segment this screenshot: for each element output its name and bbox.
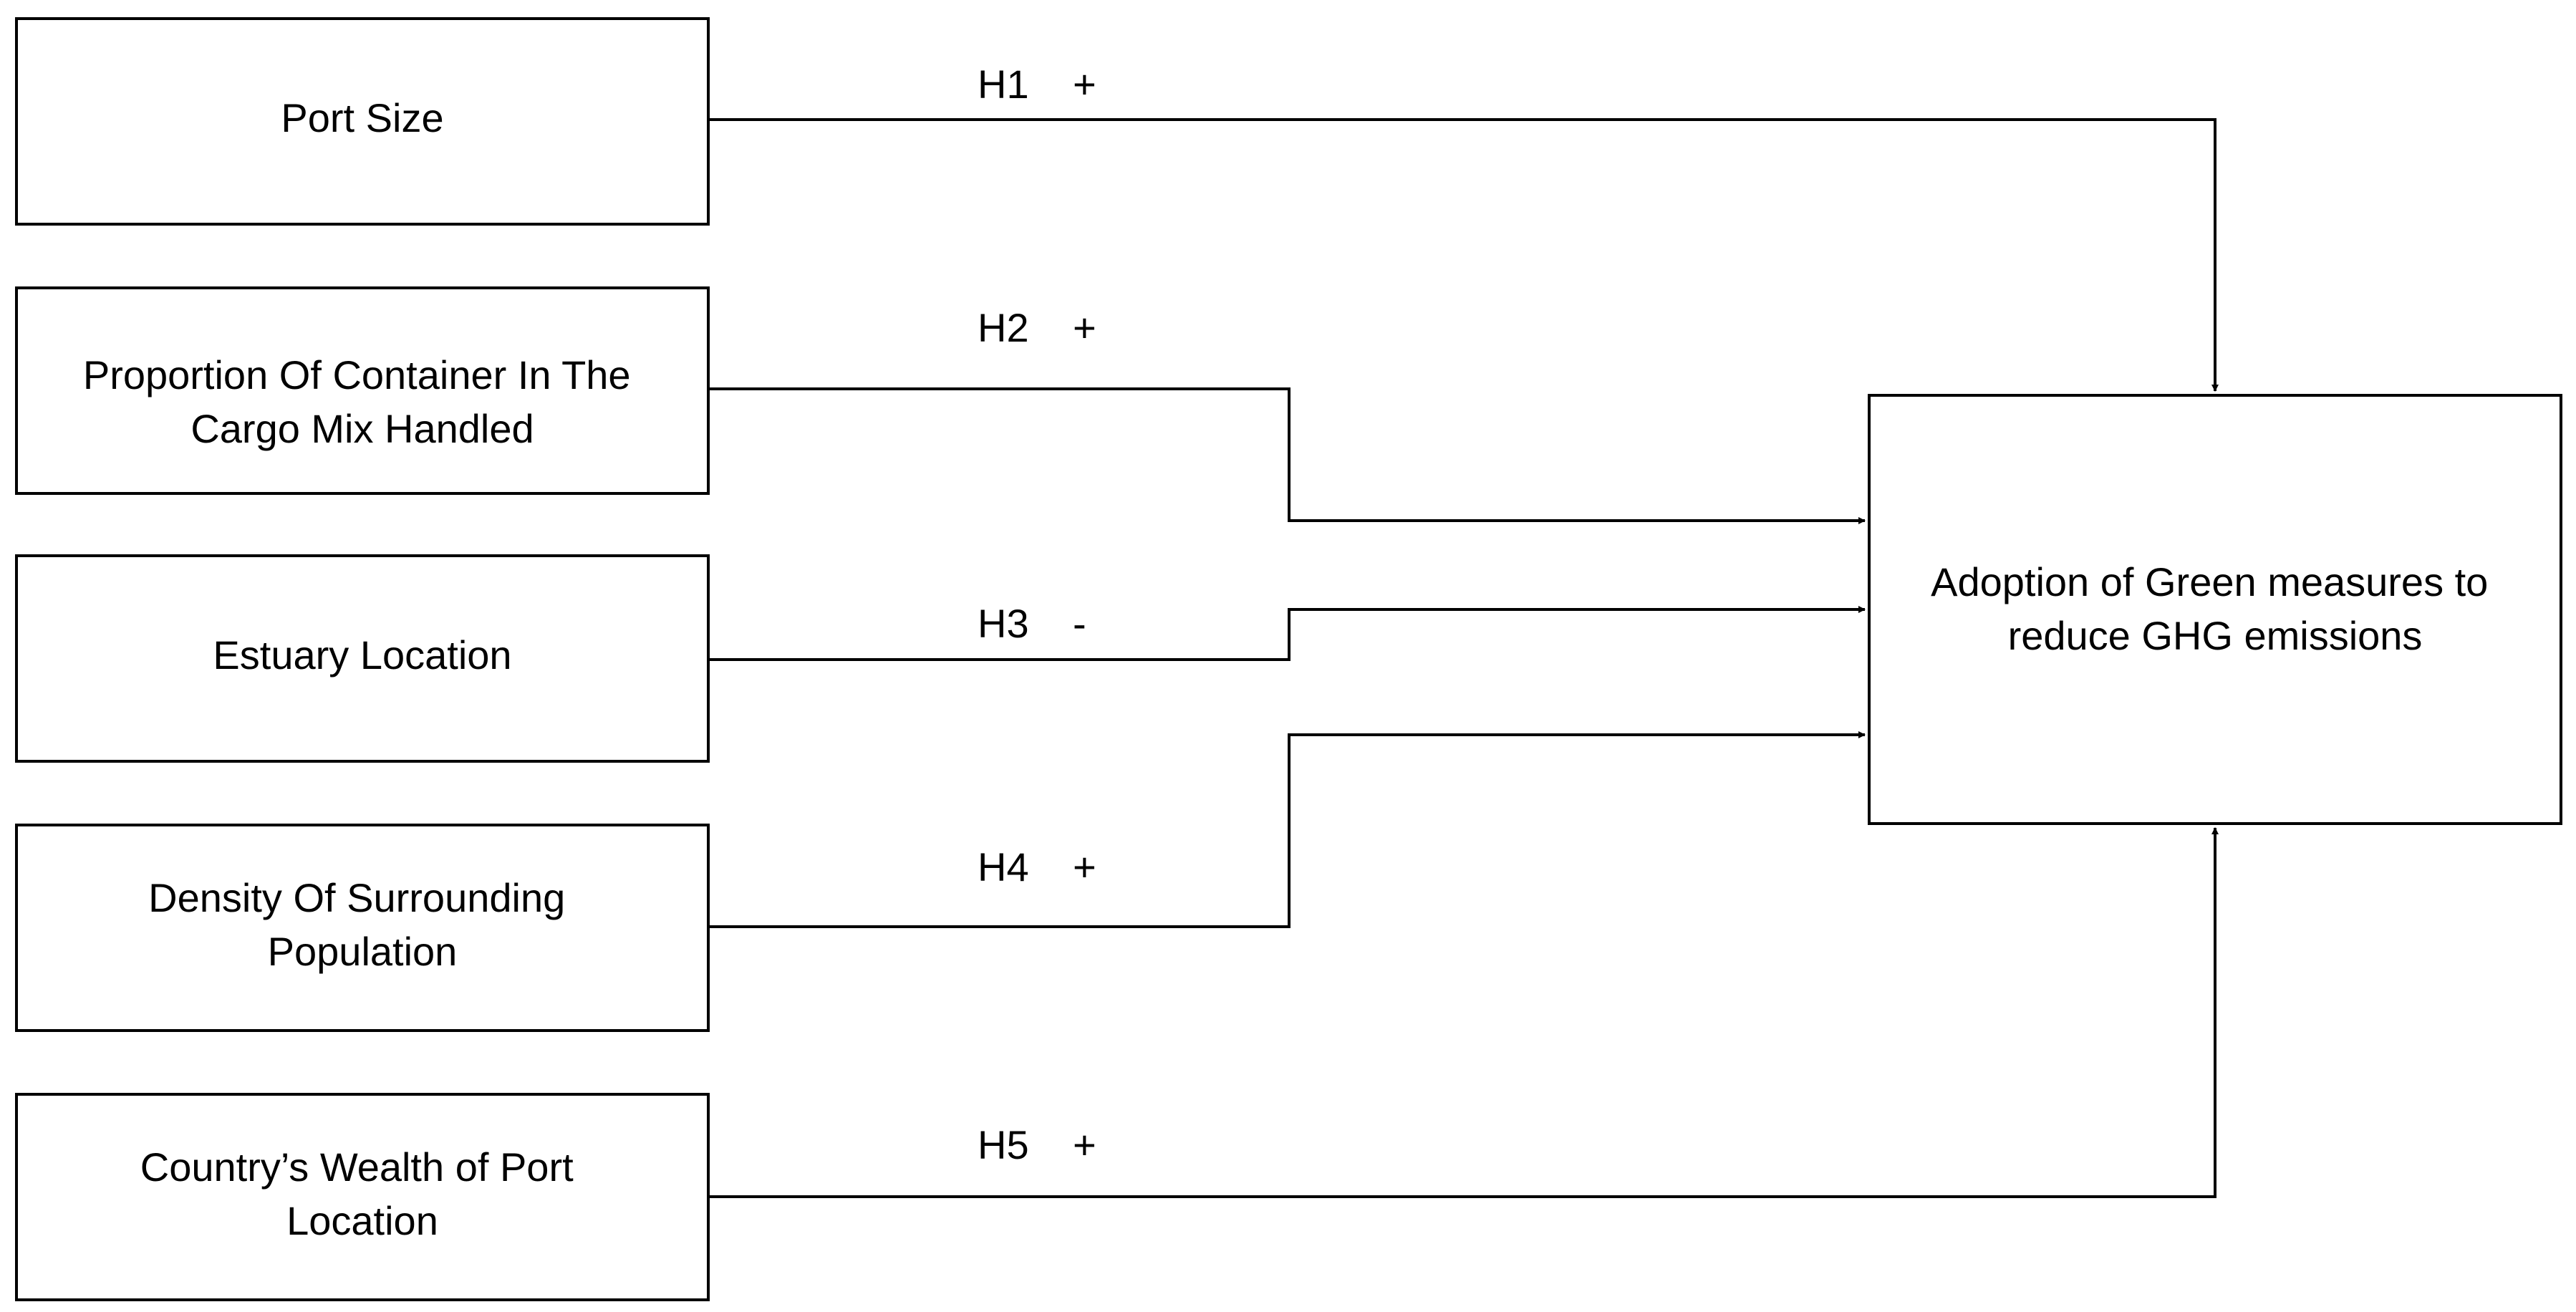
- hypothesis-label: H1: [978, 62, 1029, 107]
- predictor-box: [15, 1093, 710, 1301]
- predictor-label: Port Size: [281, 95, 443, 140]
- predictor-container-proportion: Proportion Of Container In The Cargo Mix…: [15, 286, 710, 495]
- predictor-label: Country’s Wealth of Port Location: [140, 1134, 584, 1243]
- edge-h3-label: H3 -: [978, 601, 1086, 646]
- hypothesis-sign: +: [1073, 1122, 1096, 1167]
- edge-h1-label: H1 +: [978, 62, 1096, 107]
- edge-h1-arrow: [708, 118, 2219, 392]
- outcome-box: [1868, 394, 2562, 825]
- outcome-label: Adoption of Green measures to reduce GHG…: [1931, 549, 2499, 658]
- predictor-estuary-location: Estuary Location: [15, 554, 710, 763]
- hypothesis-label: H2: [978, 305, 1029, 350]
- predictor-box: [15, 286, 710, 495]
- predictor-population-density: Density Of Surrounding Population: [15, 824, 710, 1032]
- edge-h4-label: H4 +: [978, 844, 1096, 889]
- predictor-port-size: Port Size: [15, 17, 710, 226]
- edge-h3-arrow: [708, 606, 1866, 661]
- predictor-box: [15, 824, 710, 1032]
- predictor-label: Proportion Of Container In The Cargo Mix…: [83, 342, 642, 451]
- hypothesis-sign: +: [1073, 844, 1096, 889]
- hypothesis-sign: +: [1073, 62, 1096, 107]
- predictor-box: [15, 17, 710, 226]
- hypothesis-label: H4: [978, 844, 1029, 889]
- predictor-country-wealth: Country’s Wealth of Port Location: [15, 1093, 710, 1301]
- edge-h2-arrow: [708, 387, 1866, 524]
- edge-h5-label: H5 +: [978, 1122, 1096, 1167]
- outcome-green-measures: Adoption of Green measures to reduce GHG…: [1868, 394, 2562, 825]
- hypothesis-label: H3: [978, 601, 1029, 646]
- edge-h2-label: H2 +: [978, 305, 1096, 350]
- predictor-label: Density Of Surrounding Population: [148, 864, 577, 974]
- hypothesis-sign: +: [1073, 305, 1096, 350]
- hypothesis-label: H5: [978, 1122, 1029, 1167]
- hypothesis-sign: -: [1073, 601, 1086, 646]
- edge-h5-arrow: [708, 827, 2219, 1198]
- predictor-box: [15, 554, 710, 763]
- predictor-label: Estuary Location: [213, 632, 511, 677]
- edge-h4-arrow: [708, 731, 1866, 928]
